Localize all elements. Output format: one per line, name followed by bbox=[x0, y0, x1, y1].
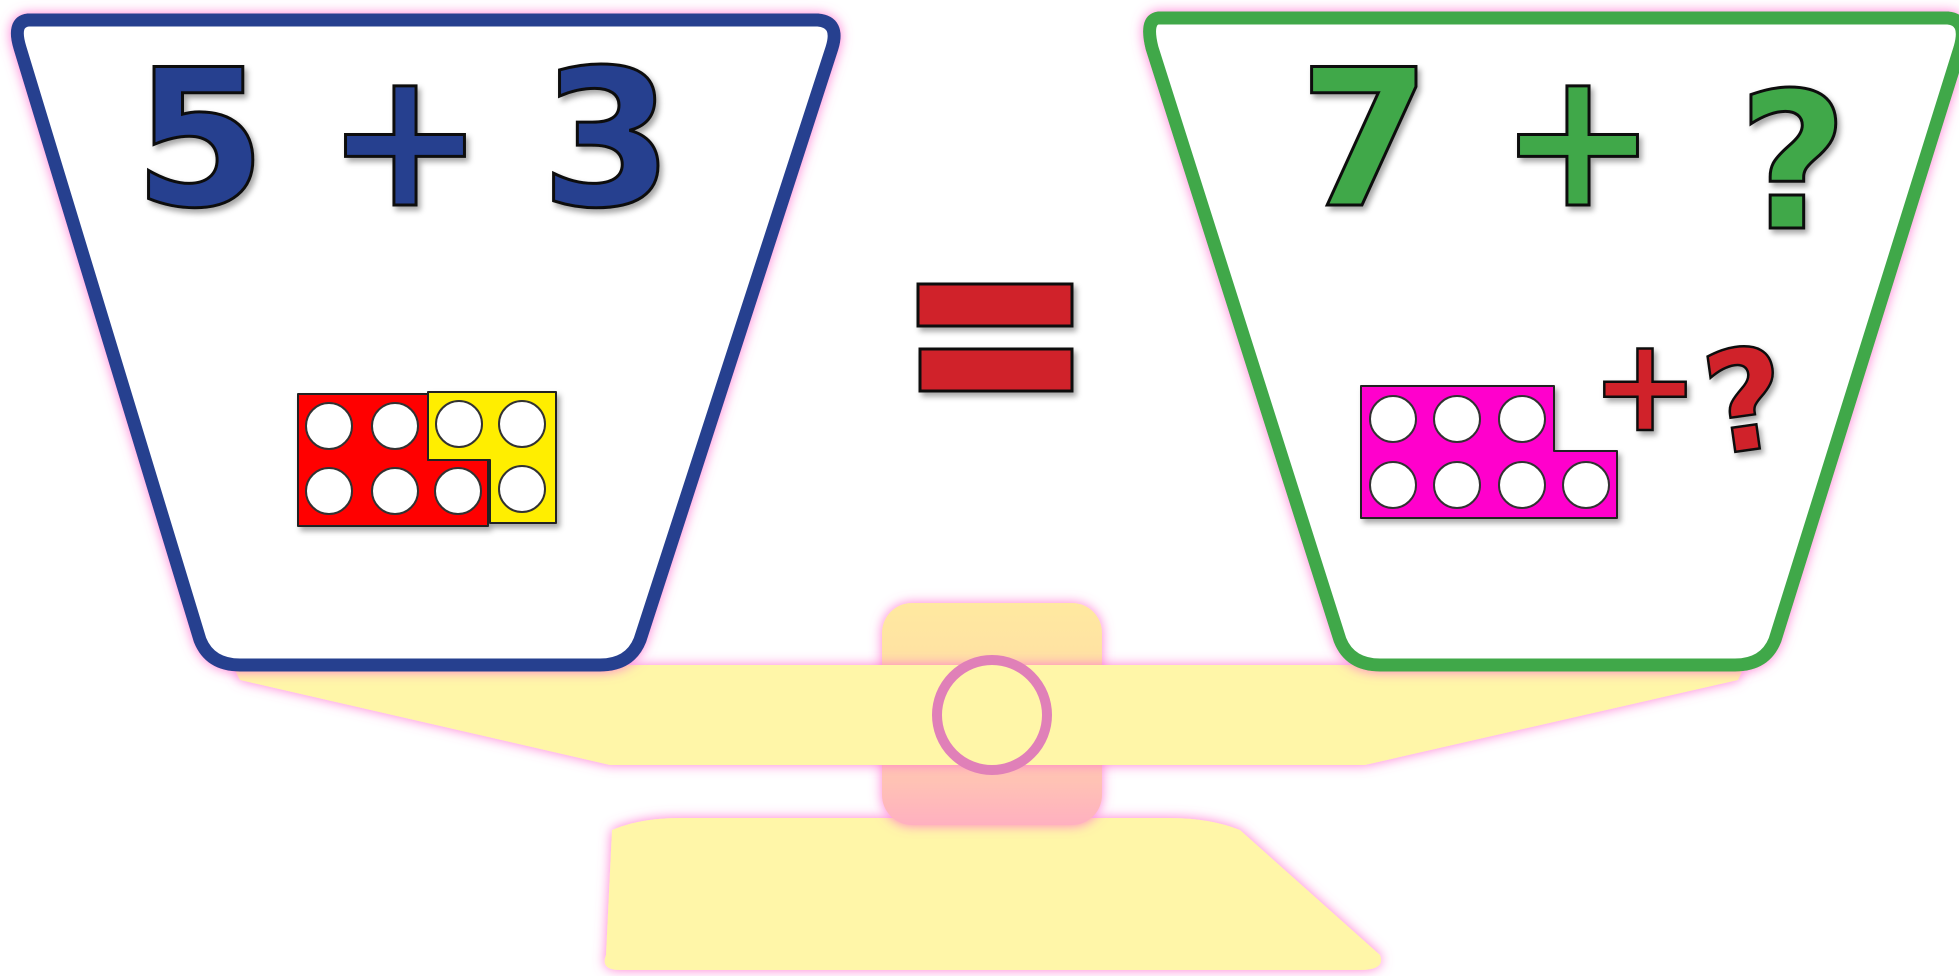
scale-base bbox=[605, 818, 1382, 970]
mystery-plus: + bbox=[1591, 309, 1700, 461]
left-addend-a: 5 bbox=[134, 29, 266, 250]
right-plus-sign: + bbox=[1498, 29, 1657, 250]
left-numberframes bbox=[298, 392, 556, 526]
right-addend-a: 7 bbox=[1299, 29, 1431, 250]
left-equation: 5 + 3 bbox=[134, 29, 673, 250]
left-plus-sign: + bbox=[325, 29, 484, 250]
right-equation: 7 + ? bbox=[1299, 29, 1848, 273]
pivot-ring-icon bbox=[937, 660, 1047, 770]
left-addend-b: 3 bbox=[541, 29, 673, 250]
right-unknown: ? bbox=[1738, 52, 1848, 273]
equals-text: = bbox=[0, 0, 1, 1]
